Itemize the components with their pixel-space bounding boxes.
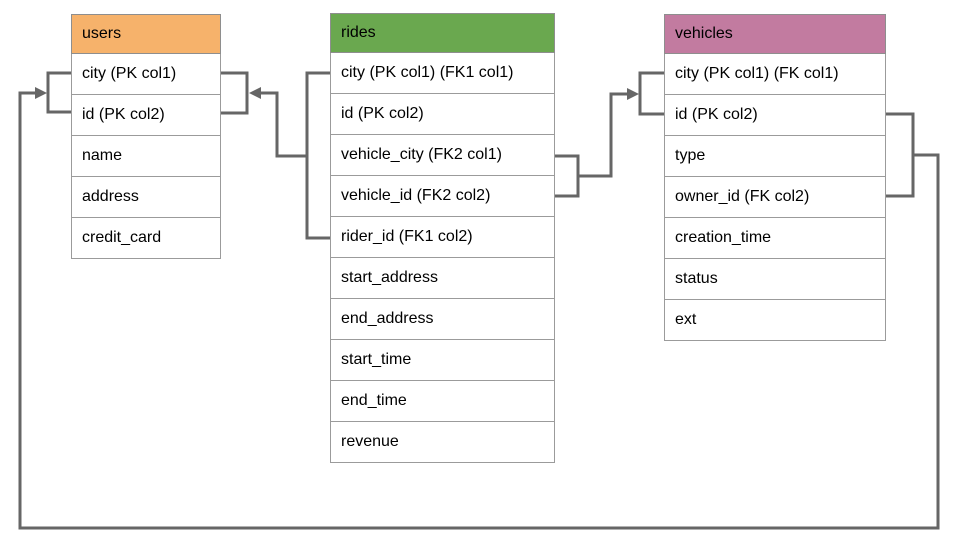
table-users: users city (PK col1) id (PK col2) name a… [71, 14, 221, 259]
connector-bracket-users-right [221, 71, 249, 115]
arrowhead-into-users-left [35, 87, 47, 99]
table-row: id (PK col2) [664, 95, 886, 136]
table-row: ext [664, 300, 886, 341]
table-row: id (PK col2) [330, 94, 555, 135]
connector-bracket-vehicles-right [886, 112, 915, 198]
table-row: revenue [330, 422, 555, 463]
table-vehicles-header: vehicles [664, 14, 886, 54]
table-row: start_address [330, 258, 555, 299]
table-row: rider_id (FK1 col2) [330, 217, 555, 258]
table-row: end_time [330, 381, 555, 422]
table-row: address [71, 177, 221, 218]
connector-rides-to-vehicles [554, 71, 665, 198]
connector-bracket-vehicles-left [638, 71, 665, 116]
table-row: end_address [330, 299, 555, 340]
connector-route-around-bottom [18, 91, 940, 530]
table-row: name [71, 136, 221, 177]
table-users-header: users [71, 14, 221, 54]
table-row: status [664, 259, 886, 300]
table-row: start_time [330, 340, 555, 381]
table-row: creation_time [664, 218, 886, 259]
table-row: vehicle_city (FK2 col1) [330, 135, 555, 176]
table-row: id (PK col2) [71, 95, 221, 136]
connector-elbow-rides-users [259, 91, 307, 158]
connector-bracket-rides-right [554, 154, 580, 198]
connector-bracket-users-left [46, 71, 71, 114]
connector-vehicles-to-users [18, 71, 940, 530]
arrowhead-into-vehicles [627, 88, 639, 100]
connector-bracket-rides-left [305, 71, 331, 240]
table-row: city (PK col1) [71, 54, 221, 95]
connector-rides-to-users [221, 71, 331, 240]
table-row: type [664, 136, 886, 177]
table-vehicles: vehicles city (PK col1) (FK col1) id (PK… [664, 14, 886, 341]
arrowhead-into-users [249, 87, 261, 99]
table-row: vehicle_id (FK2 col2) [330, 176, 555, 217]
table-row: credit_card [71, 218, 221, 259]
table-row: owner_id (FK col2) [664, 177, 886, 218]
connector-elbow-rides-vehicles [578, 92, 629, 178]
table-row: city (PK col1) (FK1 col1) [330, 53, 555, 94]
table-rides-header: rides [330, 13, 555, 53]
table-row: city (PK col1) (FK col1) [664, 54, 886, 95]
table-rides: rides city (PK col1) (FK1 col1) id (PK c… [330, 13, 555, 463]
